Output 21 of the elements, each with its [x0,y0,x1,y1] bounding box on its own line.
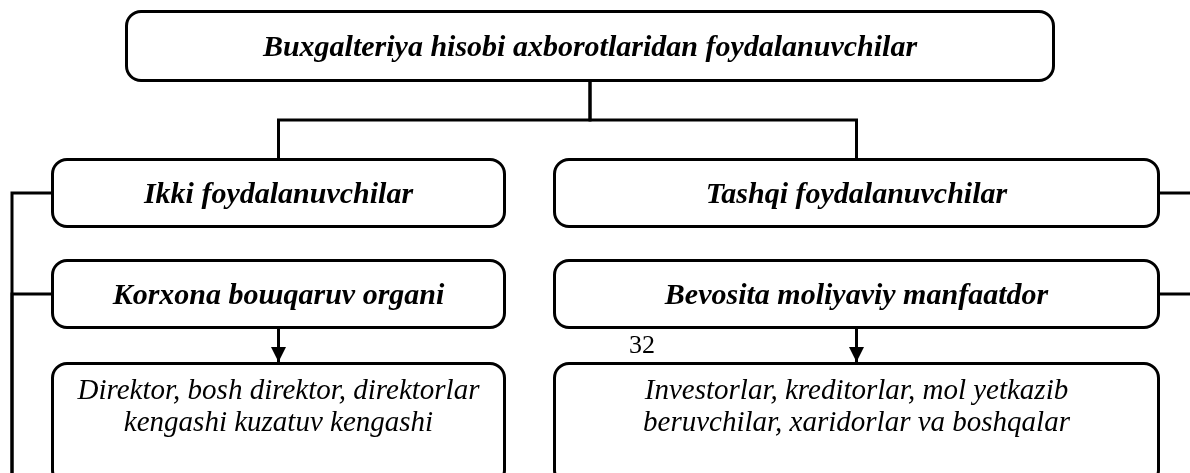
rounded-box [51,158,506,228]
rounded-box [553,362,1160,473]
connector-line [1160,191,1190,195]
arrow [849,329,864,362]
rounded-box [125,10,1055,82]
box-text: Direktor, bosh direktor, direktorlar kengashi kuzatuv kengashi [76,373,481,437]
box-text: Ikki foydalanuvchilar [143,176,414,210]
rounded-box [553,259,1160,329]
box-text: Bevosita moliyaviy manfaatdor [664,277,1049,311]
connector-line [10,292,51,473]
arrow [271,329,286,362]
connector-line [1160,292,1190,296]
rounded-box [51,259,506,329]
page-number: 32 [629,330,655,360]
rounded-box [51,362,506,473]
box-text: Tashqi foydalanuvchilar [705,176,1008,210]
connector-line [588,82,858,158]
box-text: Buxgalteriya hisobi axborotlaridan foydalanuvchilar [262,29,918,63]
box-text: Korxona boшqaruv organi [112,277,445,311]
box-text: Investorlar, kreditorlar, mol yetkazib beruvchilar, xaridorlar va boshqalar [642,373,1071,437]
rounded-box [553,158,1160,228]
